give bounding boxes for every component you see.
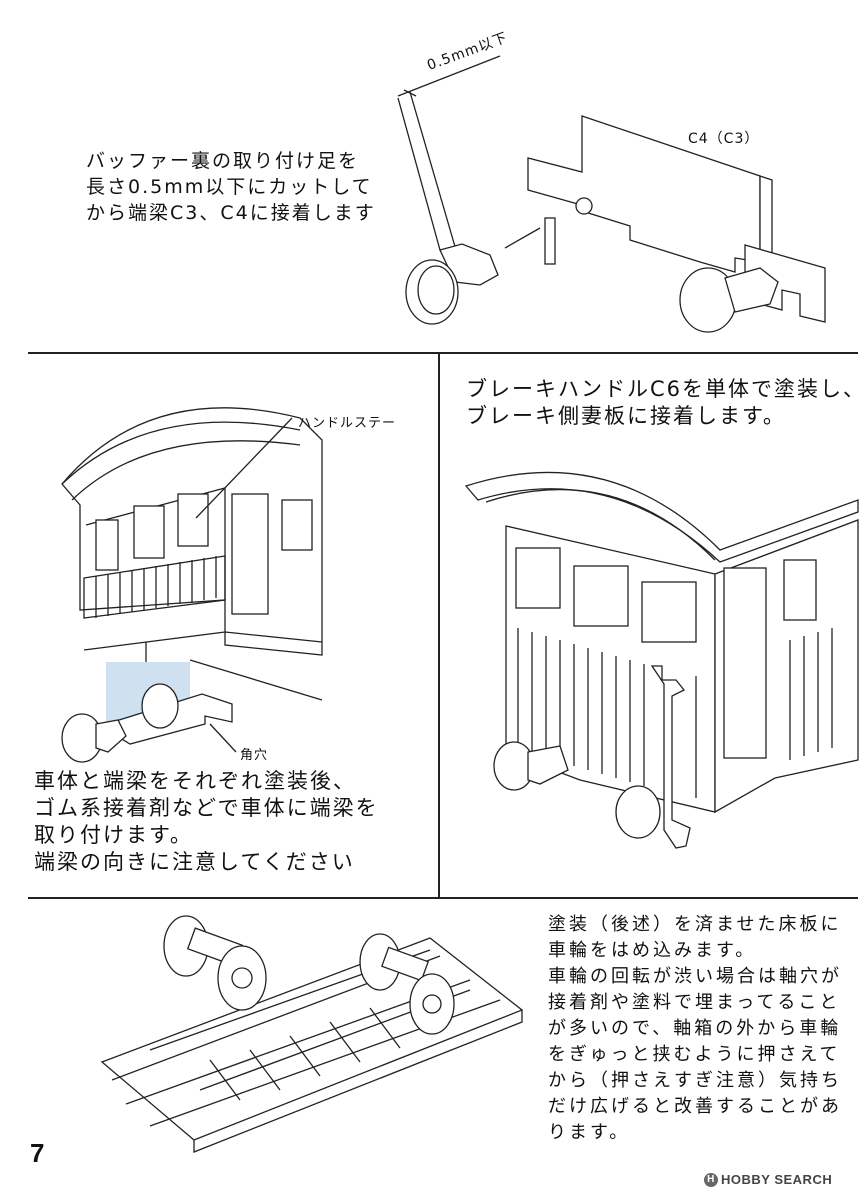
divider-vertical xyxy=(438,353,440,898)
watermark-text: HOBBY SEARCH xyxy=(721,1172,833,1187)
wheels-instruction: 塗装（後述）を済ませた床板に 車輪をはめ込みます。 車輪の回転が渋い場合は軸穴が… xyxy=(548,914,842,1143)
end-beam-instruction: 車体と端梁をそれぞれ塗装後、 ゴム系接着剤などで車体に端梁を 取り付けます。 端… xyxy=(34,769,379,874)
underframe-diagram xyxy=(100,915,524,1153)
watermark: H HOBBY SEARCH xyxy=(704,1172,832,1187)
callout-square-hole: 角穴 xyxy=(240,748,269,763)
brake-instruction: ブレーキハンドルC6を単体で塗装し、 ブレーキ側妻板に接着します。 xyxy=(466,377,863,428)
divider-middle xyxy=(28,897,858,899)
part-label-c4: C4（C3） xyxy=(688,131,760,147)
page-number: 7 xyxy=(30,1138,45,1168)
buffer-diagram xyxy=(397,55,826,333)
callout-handle-stay: ハンドルステー xyxy=(298,416,397,431)
divider-top xyxy=(28,352,858,354)
coach-end-diagram xyxy=(61,407,323,763)
buffer-instruction: バッファー裏の取り付け足を 長さ0.5mm以下にカットして から端梁C3、C4に… xyxy=(86,150,376,224)
brake-end-diagram xyxy=(464,471,859,849)
slat-panel xyxy=(83,555,226,619)
hobby-search-logo-icon: H xyxy=(704,1172,718,1187)
brake-slat-panel xyxy=(517,628,833,798)
